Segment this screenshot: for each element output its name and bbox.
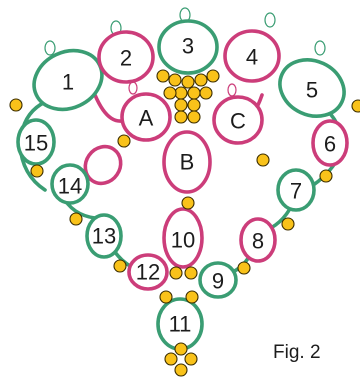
ring-label-5: 5 (306, 78, 318, 103)
ring-14 (50, 163, 90, 205)
bead (199, 86, 213, 100)
ring-9 (198, 261, 238, 299)
bead (174, 342, 188, 356)
bead (164, 352, 178, 366)
figure-caption: Fig. 2 (273, 342, 321, 363)
bead (206, 69, 220, 83)
bead (181, 196, 195, 210)
ring-5 (278, 58, 346, 118)
bead (319, 169, 333, 183)
ring-2 (97, 30, 155, 84)
bead (156, 69, 170, 83)
picot-4 (264, 12, 276, 28)
picot-c (227, 83, 237, 97)
ring-6 (311, 119, 349, 167)
ring-label-1: 1 (62, 70, 74, 95)
ring-14-pink (83, 144, 123, 186)
bead (163, 86, 177, 100)
bead (187, 86, 201, 100)
picot-a (128, 81, 138, 95)
bead (184, 266, 198, 280)
ring-label-8: 8 (252, 229, 264, 254)
bead (174, 86, 188, 100)
ring-label-11: 11 (169, 312, 192, 337)
ring-label-b: B (180, 150, 195, 175)
bead (30, 164, 44, 178)
ring-label-4: 4 (246, 45, 258, 70)
picot-1 (44, 40, 56, 56)
ring-3 (157, 19, 219, 75)
ring-7 (276, 168, 316, 212)
ring-b (162, 130, 212, 194)
bead (187, 110, 201, 124)
ring-label-9: 9 (212, 269, 224, 294)
ring-8 (239, 217, 277, 263)
bead (174, 363, 188, 377)
picot-5 (314, 40, 326, 56)
bead (159, 290, 173, 304)
bead (117, 134, 131, 148)
ring-label-10: 10 (171, 228, 195, 253)
bead (184, 352, 198, 366)
ring-label-c: C (230, 109, 246, 134)
ring-label-14: 14 (58, 174, 82, 199)
bead (169, 266, 183, 280)
bead (168, 73, 182, 87)
beads (9, 69, 360, 377)
ring-13 (85, 213, 123, 259)
ring-label-2: 2 (120, 46, 132, 71)
bead (256, 153, 270, 167)
bead (185, 290, 199, 304)
bead (9, 98, 23, 112)
ring-12 (127, 253, 169, 291)
bead (351, 99, 360, 113)
bead (181, 75, 195, 89)
ring-c (212, 95, 264, 145)
ring-label-13: 13 (92, 224, 116, 249)
ring-label-6: 6 (324, 132, 336, 157)
ring-label-a: A (139, 106, 154, 131)
bead (174, 110, 188, 124)
ring-a (120, 92, 172, 142)
ring-label-12: 12 (136, 260, 160, 285)
ring-15 (16, 118, 56, 166)
ring-label-15: 15 (24, 131, 48, 156)
bead (281, 217, 295, 231)
ring-4 (223, 29, 281, 83)
bead (237, 261, 251, 275)
ring-label-3: 3 (182, 34, 194, 59)
bead (187, 98, 201, 112)
ring-label-7: 7 (290, 179, 302, 204)
bead (194, 73, 208, 87)
ring-10 (162, 207, 204, 269)
bead (69, 212, 83, 226)
bead (113, 259, 127, 273)
bead (174, 98, 188, 112)
